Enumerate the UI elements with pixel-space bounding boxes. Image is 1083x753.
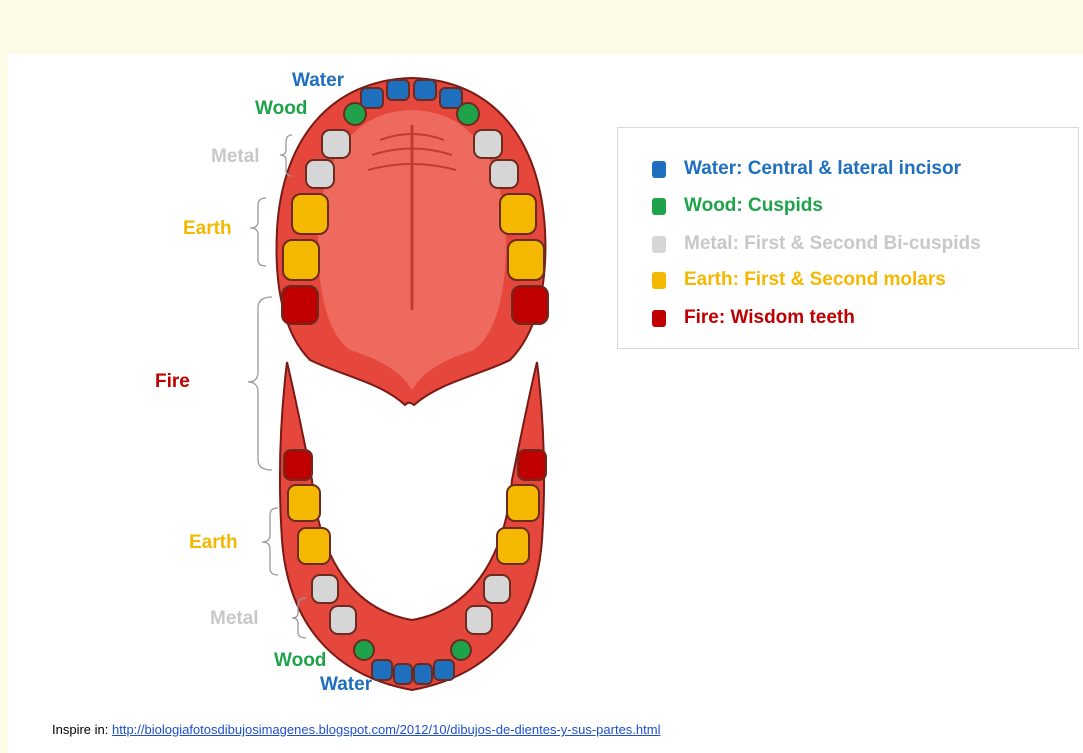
- legend-item-wood: Wood: Cuspids: [652, 195, 823, 217]
- credit-line: Inspire in: http://biologiafotosdibujosi…: [52, 722, 660, 737]
- legend: Water: Central & lateral incisor Wood: C…: [617, 127, 1079, 349]
- tooth-upper-earth-right-2: [508, 240, 544, 280]
- credit-link[interactable]: http://biologiafotosdibujosimagenes.blog…: [112, 722, 660, 737]
- tooth-lower-earth-left-1: [288, 485, 320, 521]
- legend-swatch-metal: [652, 236, 666, 253]
- label-upper-wood: Wood: [255, 98, 307, 120]
- legend-text-water: Water: Central & lateral incisor: [684, 158, 961, 180]
- tooth-lower-wood-right: [451, 640, 471, 660]
- tooth-upper-wood-left: [344, 103, 366, 125]
- tooth-lower-water-3: [414, 664, 432, 684]
- legend-swatch-fire: [652, 310, 666, 327]
- tooth-lower-metal-left-2: [330, 606, 356, 634]
- tooth-upper-metal-left-2: [306, 160, 334, 188]
- tooth-lower-metal-right-2: [466, 606, 492, 634]
- tooth-upper-earth-right-1: [500, 194, 536, 234]
- tooth-upper-water-1: [361, 88, 383, 108]
- label-fire: Fire: [155, 371, 190, 393]
- upper-jaw: [277, 78, 546, 405]
- legend-item-water: Water: Central & lateral incisor: [652, 158, 961, 180]
- tooth-lower-earth-right-2: [497, 528, 529, 564]
- tooth-upper-wood-right: [457, 103, 479, 125]
- legend-swatch-earth: [652, 272, 666, 289]
- bracket-upper-earth: [250, 198, 266, 266]
- tooth-upper-metal-right-1: [474, 130, 502, 158]
- tooth-upper-fire-right: [512, 286, 548, 324]
- tooth-lower-earth-left-2: [298, 528, 330, 564]
- tooth-upper-earth-left-1: [292, 194, 328, 234]
- tooth-upper-metal-right-2: [490, 160, 518, 188]
- tooth-lower-fire-left: [284, 450, 312, 480]
- label-upper-water: Water: [292, 70, 344, 92]
- label-lower-water: Water: [320, 674, 372, 696]
- bracket-lower-earth: [262, 508, 278, 575]
- tooth-lower-wood-left: [354, 640, 374, 660]
- tooth-lower-water-2: [394, 664, 412, 684]
- tooth-upper-fire-left: [282, 286, 318, 324]
- tooth-upper-water-4: [440, 88, 462, 108]
- legend-swatch-water: [652, 161, 666, 178]
- legend-text-metal: Metal: First & Second Bi-cuspids: [684, 233, 981, 255]
- label-upper-earth: Earth: [183, 218, 232, 240]
- legend-text-wood: Wood: Cuspids: [684, 195, 823, 217]
- tooth-upper-water-2: [387, 80, 409, 100]
- label-upper-metal: Metal: [211, 146, 260, 168]
- tooth-upper-metal-left-1: [322, 130, 350, 158]
- label-lower-wood: Wood: [274, 650, 326, 672]
- label-lower-earth: Earth: [189, 532, 238, 554]
- lower-jaw: [280, 362, 544, 690]
- legend-item-earth: Earth: First & Second molars: [652, 269, 946, 291]
- tooth-lower-water-4: [434, 660, 454, 680]
- legend-item-fire: Fire: Wisdom teeth: [652, 307, 855, 329]
- bracket-fire: [248, 297, 272, 470]
- tooth-lower-fire-right: [518, 450, 546, 480]
- credit-prefix: Inspire in:: [52, 722, 112, 737]
- tooth-upper-earth-left-2: [283, 240, 319, 280]
- legend-text-earth: Earth: First & Second molars: [684, 269, 946, 291]
- tooth-lower-water-1: [372, 660, 392, 680]
- lower-gum: [280, 362, 544, 690]
- label-lower-metal: Metal: [210, 608, 259, 630]
- legend-swatch-wood: [652, 198, 666, 215]
- legend-item-metal: Metal: First & Second Bi-cuspids: [652, 233, 981, 255]
- tooth-lower-metal-left-1: [312, 575, 338, 603]
- tooth-lower-metal-right-1: [484, 575, 510, 603]
- tooth-upper-water-3: [414, 80, 436, 100]
- tooth-lower-earth-right-1: [507, 485, 539, 521]
- legend-text-fire: Fire: Wisdom teeth: [684, 307, 855, 329]
